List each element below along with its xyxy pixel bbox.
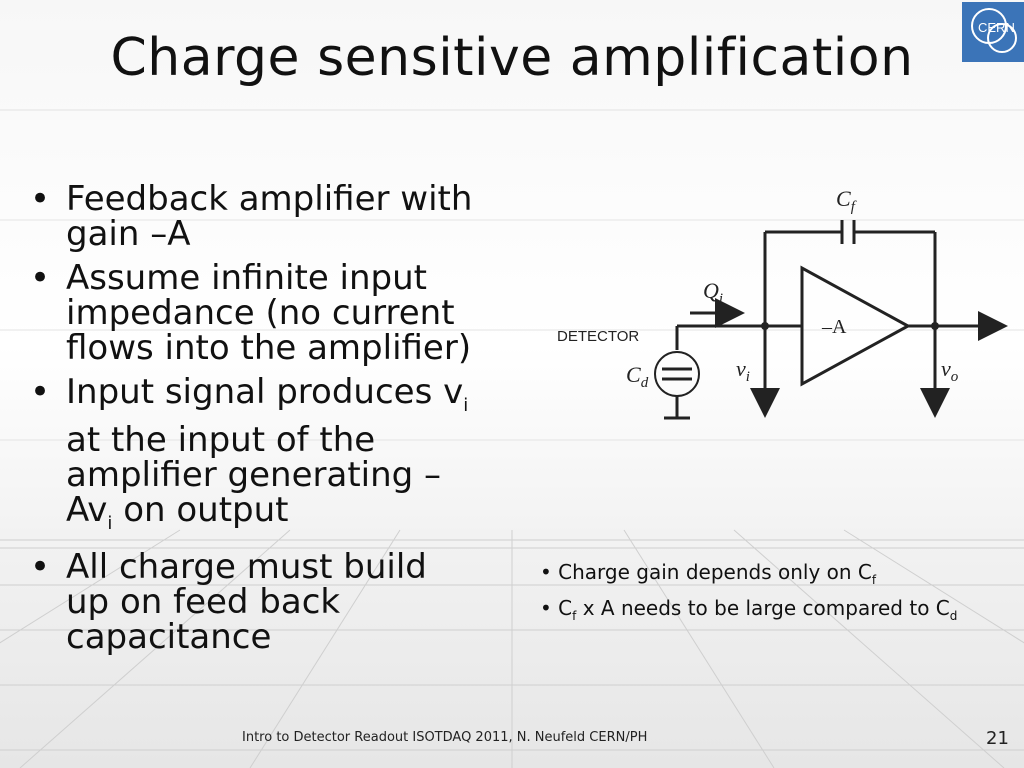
cern-logo: CERN [962,2,1024,62]
bullet-item: •Feedback amplifier with gain –A [30,179,473,254]
gain-label: –A [821,316,847,338]
side-notes: • Charge gain depends only on Cf • Cf x … [540,558,970,630]
bullet-item: •Assume infinite input impedance (no cur… [30,258,472,368]
page-title: Charge sensitive amplification [110,28,914,88]
cf-label: Cf [836,186,857,215]
amplifier-circuit-diagram: Cf Qi –A Cd vi vo DETECTOR [557,186,1008,420]
logo-text: CERN [978,20,1015,35]
bullet-item: •Input signal produces vi at the input o… [30,372,469,534]
cd-label: Cd [626,362,649,391]
note-line: • Charge gain depends only on Cf [540,560,877,587]
page-number: 21 [986,728,1009,749]
footer-text: Intro to Detector Readout ISOTDAQ 2011, … [242,730,648,745]
detector-label: DETECTOR [557,328,639,345]
vo-label: vo [941,356,959,385]
bullet-list: •Feedback amplifier with gain –A •Assume… [28,182,478,664]
qi-label: Qi [703,278,723,307]
note-line: • Cf x A needs to be large compared to C… [540,596,958,623]
bullet-item: •All charge must build up on feed back c… [30,546,427,657]
vi-label: vi [736,356,750,385]
